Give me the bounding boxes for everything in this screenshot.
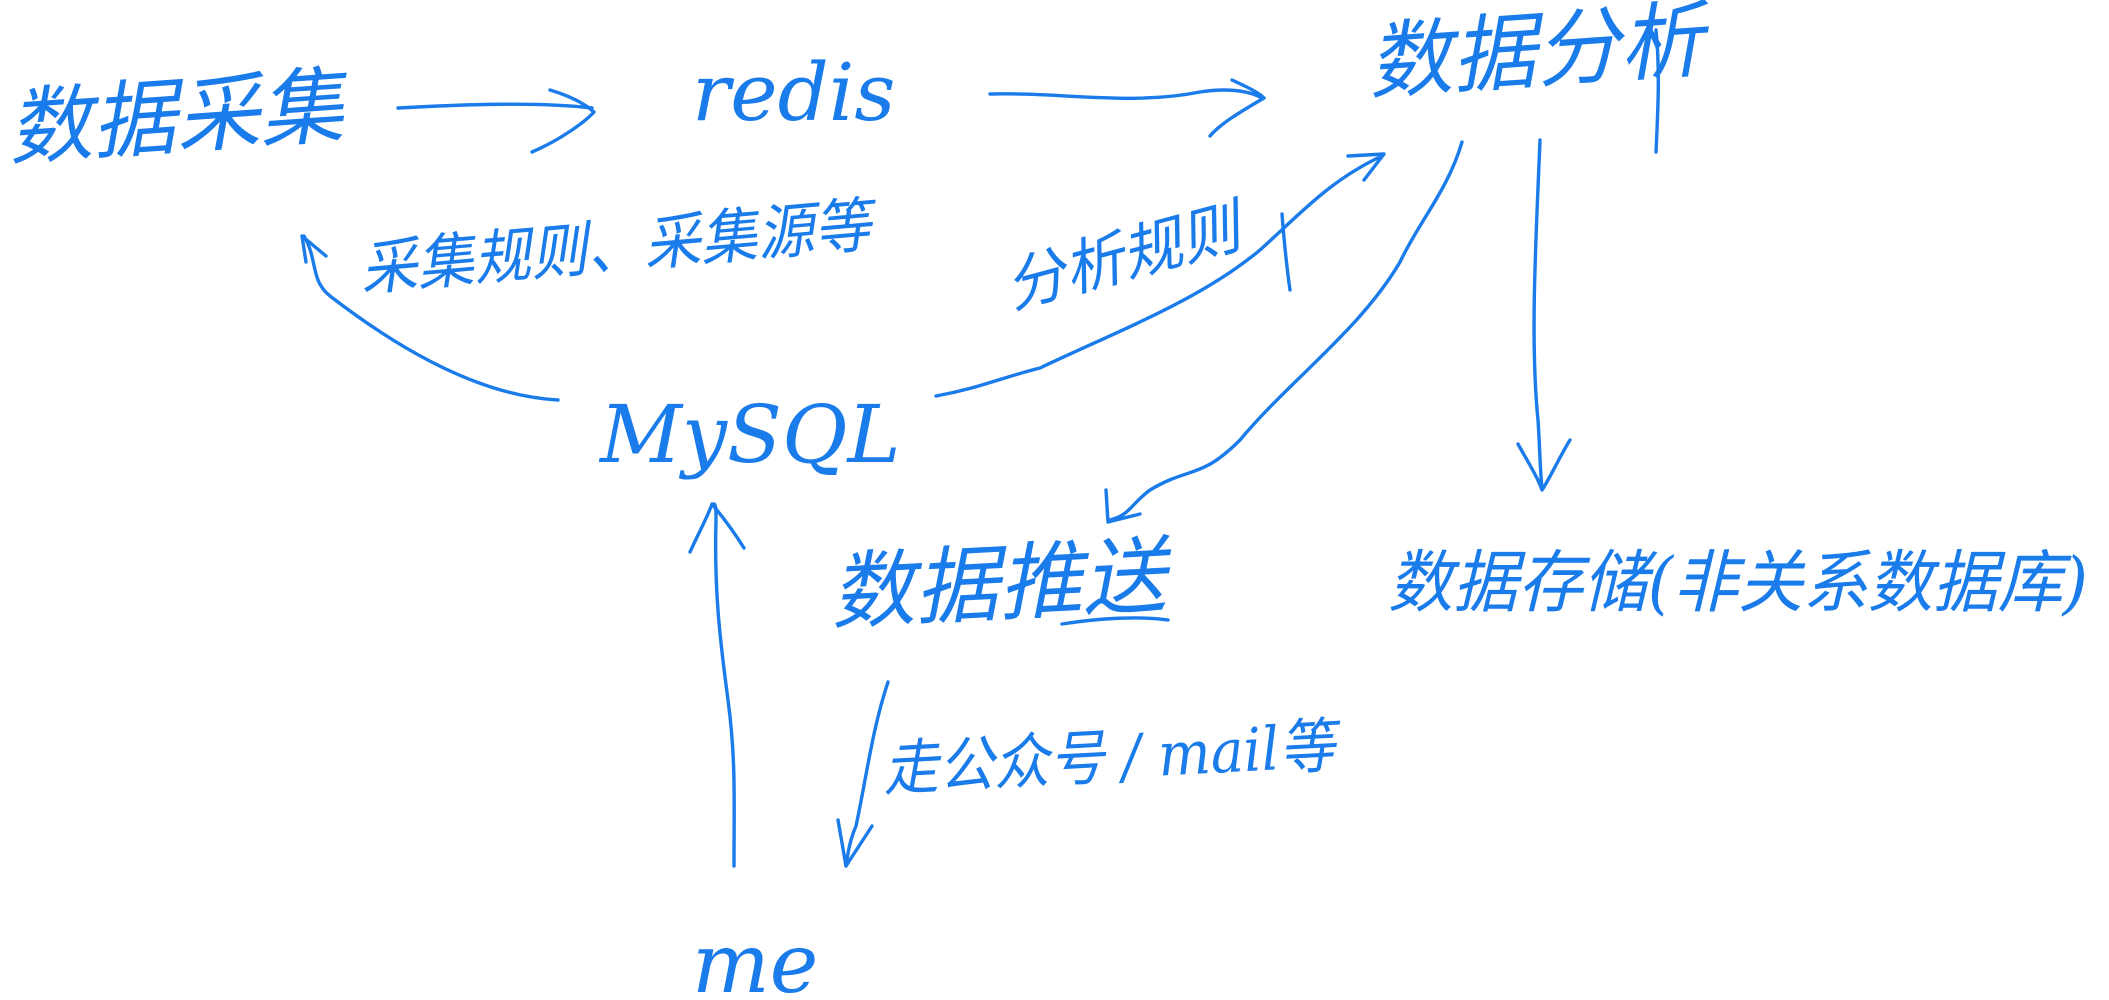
node-data-collection: 数据采集 <box>5 56 353 178</box>
analysis-underline-stroke <box>1654 28 1661 154</box>
node-data-push: 数据推送 <box>828 526 1176 642</box>
arrow-collection-to-redis <box>396 88 596 154</box>
node-data-analysis: 数据分析 <box>1365 0 1715 112</box>
arrow-push-to-me <box>836 680 890 868</box>
edge-label-collection-rules: 采集规则、采集源等 <box>357 190 882 305</box>
node-data-storage: 数据存储(非关系数据库) <box>1388 544 2088 623</box>
edge-label-push-channel: 走公众号 / mail等 <box>881 711 1344 805</box>
arrow-me-to-mysql <box>688 502 746 868</box>
arrow-mysql-to-collection <box>300 234 560 402</box>
push-underline-stroke <box>1060 616 1170 626</box>
edge-label-analysis-rules: 分析规则 <box>998 191 1255 323</box>
arrow-analysis-to-push <box>1104 140 1464 524</box>
node-redis: redis <box>692 46 895 139</box>
arrow-mysql-to-analysis <box>934 152 1386 398</box>
node-me: me <box>692 917 818 1000</box>
arrow-analysis-to-storage <box>1516 138 1572 492</box>
node-mysql: MySQL <box>598 388 901 481</box>
arrow-redis-to-analysis <box>988 78 1266 138</box>
analysis-rules-tick-stroke <box>1280 212 1292 292</box>
